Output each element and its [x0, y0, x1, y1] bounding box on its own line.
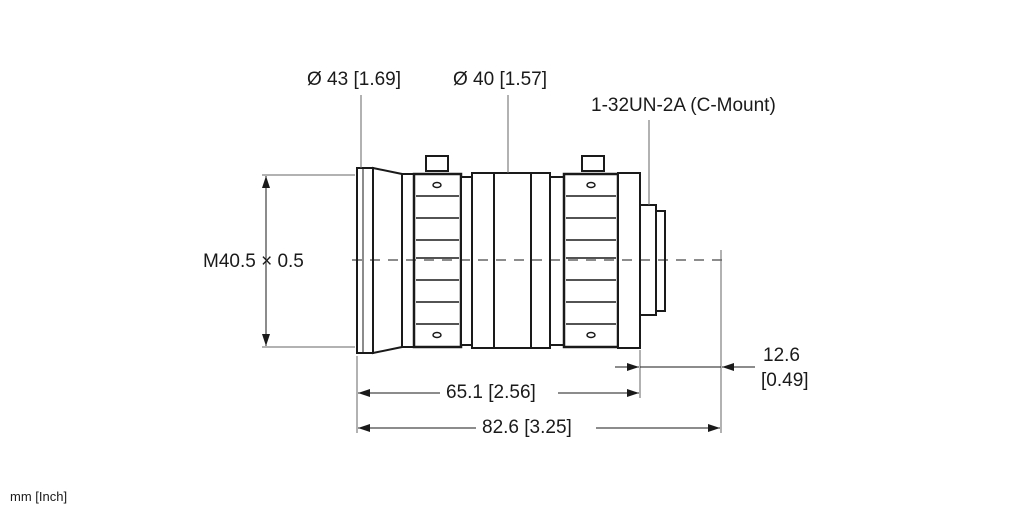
focus-lock-knob [425, 155, 449, 172]
mount-thread-label: 1-32UN-2A (C-Mount) [591, 95, 776, 116]
knurling [416, 181, 616, 339]
dimension-lines [262, 95, 722, 433]
filter-thread-label: M40.5 × 0.5 [203, 251, 304, 272]
units-label: mm [Inch] [10, 489, 68, 504]
front-diameter-label: Ø 43 [1.69] [307, 69, 402, 90]
iris-lock-knob [581, 155, 605, 172]
flange-length-mm-label: 12.6 [763, 345, 800, 366]
body-length-label: 65.1 [2.56] [446, 382, 536, 403]
total-length-label: 82.6 [3.25] [482, 417, 572, 438]
arrows [262, 176, 755, 432]
flange-length-in-label: [0.49] [761, 370, 809, 391]
barrel-diameter-label: Ø 40 [1.57] [453, 69, 548, 90]
lens-body [356, 155, 666, 355]
focus-ring [412, 172, 463, 349]
